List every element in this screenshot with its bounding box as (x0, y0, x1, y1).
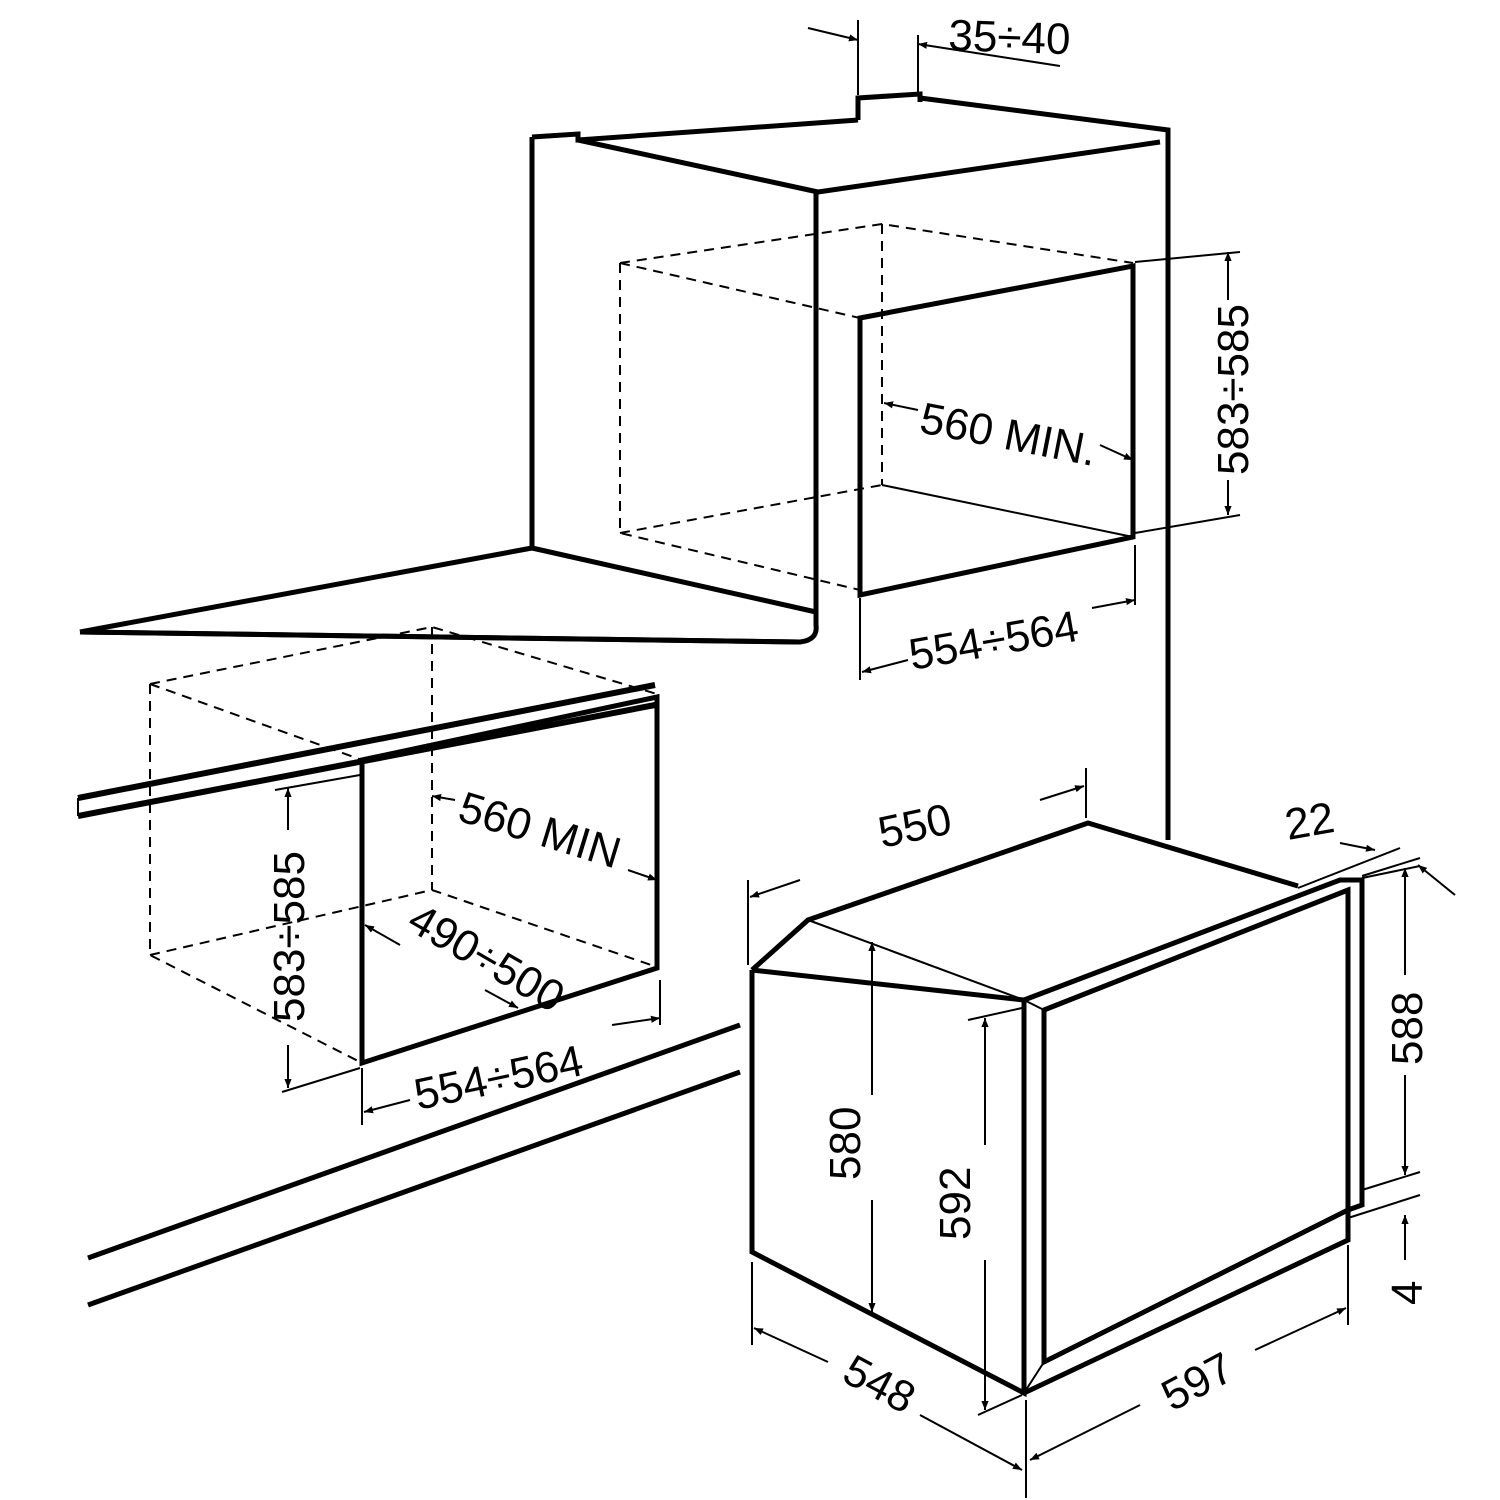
label-oven-body-height: 580 (821, 1107, 870, 1180)
label-oven-body-depth: 548 (835, 1346, 923, 1424)
column-niche-hidden-lines (619, 222, 1134, 591)
label-oven-top-depth: 550 (874, 795, 956, 858)
label-column-niche-width: 554÷564 (905, 602, 1082, 680)
column-niche-opening (857, 262, 1136, 599)
under-niche-hidden-lines (149, 625, 658, 1064)
column-cabinet (79, 91, 1171, 840)
label-bracket-gap: 35÷40 (948, 11, 1072, 64)
label-under-niche-inner-depth: 490÷500 (400, 894, 573, 1022)
label-oven-width: 597 (1154, 1343, 1242, 1421)
label-under-niche-depth: 560 MIN (453, 783, 626, 878)
label-oven-front-height: 588 (1383, 992, 1432, 1065)
oven (749, 820, 1365, 1398)
countertop (77, 629, 801, 1308)
label-column-niche-height: 583÷585 (1209, 304, 1258, 475)
under-niche-opening (359, 693, 660, 1067)
dimension-labels: 35÷40 583÷585 560 MIN. 554÷564 583÷585 5… (265, 11, 1432, 1423)
label-oven-front-thickness: 22 (1281, 793, 1338, 850)
label-under-niche-height: 583÷585 (265, 851, 314, 1022)
dimension-lines (274, 20, 1456, 1498)
label-column-niche-depth: 560 MIN. (916, 394, 1101, 476)
label-under-niche-width: 554÷564 (410, 1036, 587, 1119)
label-oven-total-height: 592 (931, 1167, 980, 1240)
label-oven-bottom-gap: 4 (1383, 1281, 1432, 1305)
